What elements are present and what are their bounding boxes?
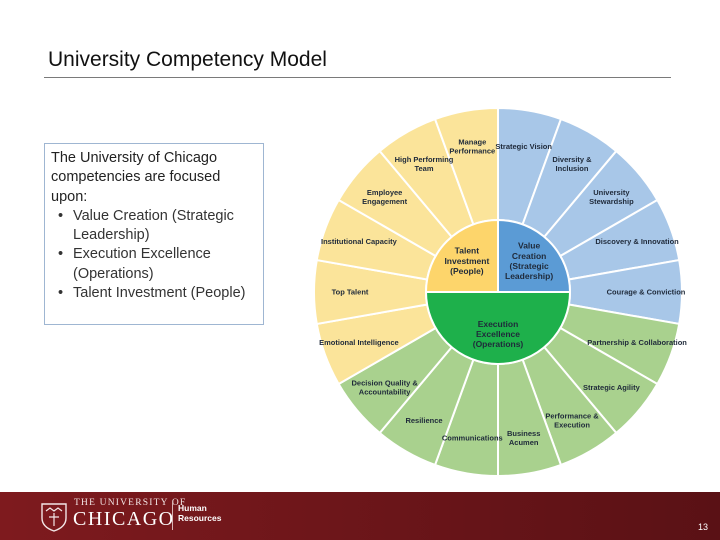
intro-text: The University of Chicago competencies a… <box>51 150 221 205</box>
wheel-segment-label: Strategic Vision <box>495 142 552 151</box>
wheel-segment-label: Resilience <box>405 416 442 425</box>
footer-separator <box>172 502 173 530</box>
title-divider <box>44 77 671 78</box>
department-line2: Resources <box>178 513 222 523</box>
department-line1: Human <box>178 503 207 513</box>
bullet-value-creation: Value Creation (Strategic Leadership) <box>51 207 257 246</box>
wheel-core-people <box>424 218 499 293</box>
wheel-segment-label: Performance &Execution <box>545 411 599 429</box>
wheel-inner-ring <box>424 218 572 365</box>
wheel-segment-label: Partnership & Collaboration <box>587 338 687 347</box>
university-name-line2: CHICAGO <box>73 508 175 530</box>
wheel-segment-label: Discovery & Innovation <box>595 237 679 246</box>
bullet-talent-investment: Talent Investment (People) <box>51 284 257 304</box>
description-textbox: The University of Chicago competencies a… <box>44 143 264 325</box>
wheel-segment-label: Decision Quality &Accountability <box>351 378 418 396</box>
footer-bar: THE UNIVERSITY OF CHICAGO Human Resource… <box>0 492 720 540</box>
wheel-core-strategy <box>497 218 572 293</box>
wheel-segment-label: Emotional Intelligence <box>319 338 399 347</box>
wheel-core-operations <box>424 291 572 365</box>
slide-title: University Competency Model <box>48 48 327 71</box>
wheel-outer-ring <box>313 106 683 478</box>
university-crest-icon <box>41 503 67 532</box>
university-name-line1: THE UNIVERSITY OF <box>74 498 187 508</box>
page-number: 13 <box>697 522 708 532</box>
competency-list: Value Creation (Strategic Leadership) Ex… <box>51 207 257 304</box>
wheel-segment-label: Courage & Conviction <box>607 288 686 297</box>
bullet-execution-excellence: Execution Excellence (Operations) <box>51 245 257 284</box>
wheel-segment-label: Top Talent <box>332 288 369 297</box>
wheel-segment-label: Diversity &Inclusion <box>552 155 592 173</box>
wheel-segment-label: Institutional Capacity <box>321 237 398 246</box>
wheel-segment-label: Strategic Agility <box>583 383 641 392</box>
wheel-segment-label: Communications <box>442 433 503 442</box>
